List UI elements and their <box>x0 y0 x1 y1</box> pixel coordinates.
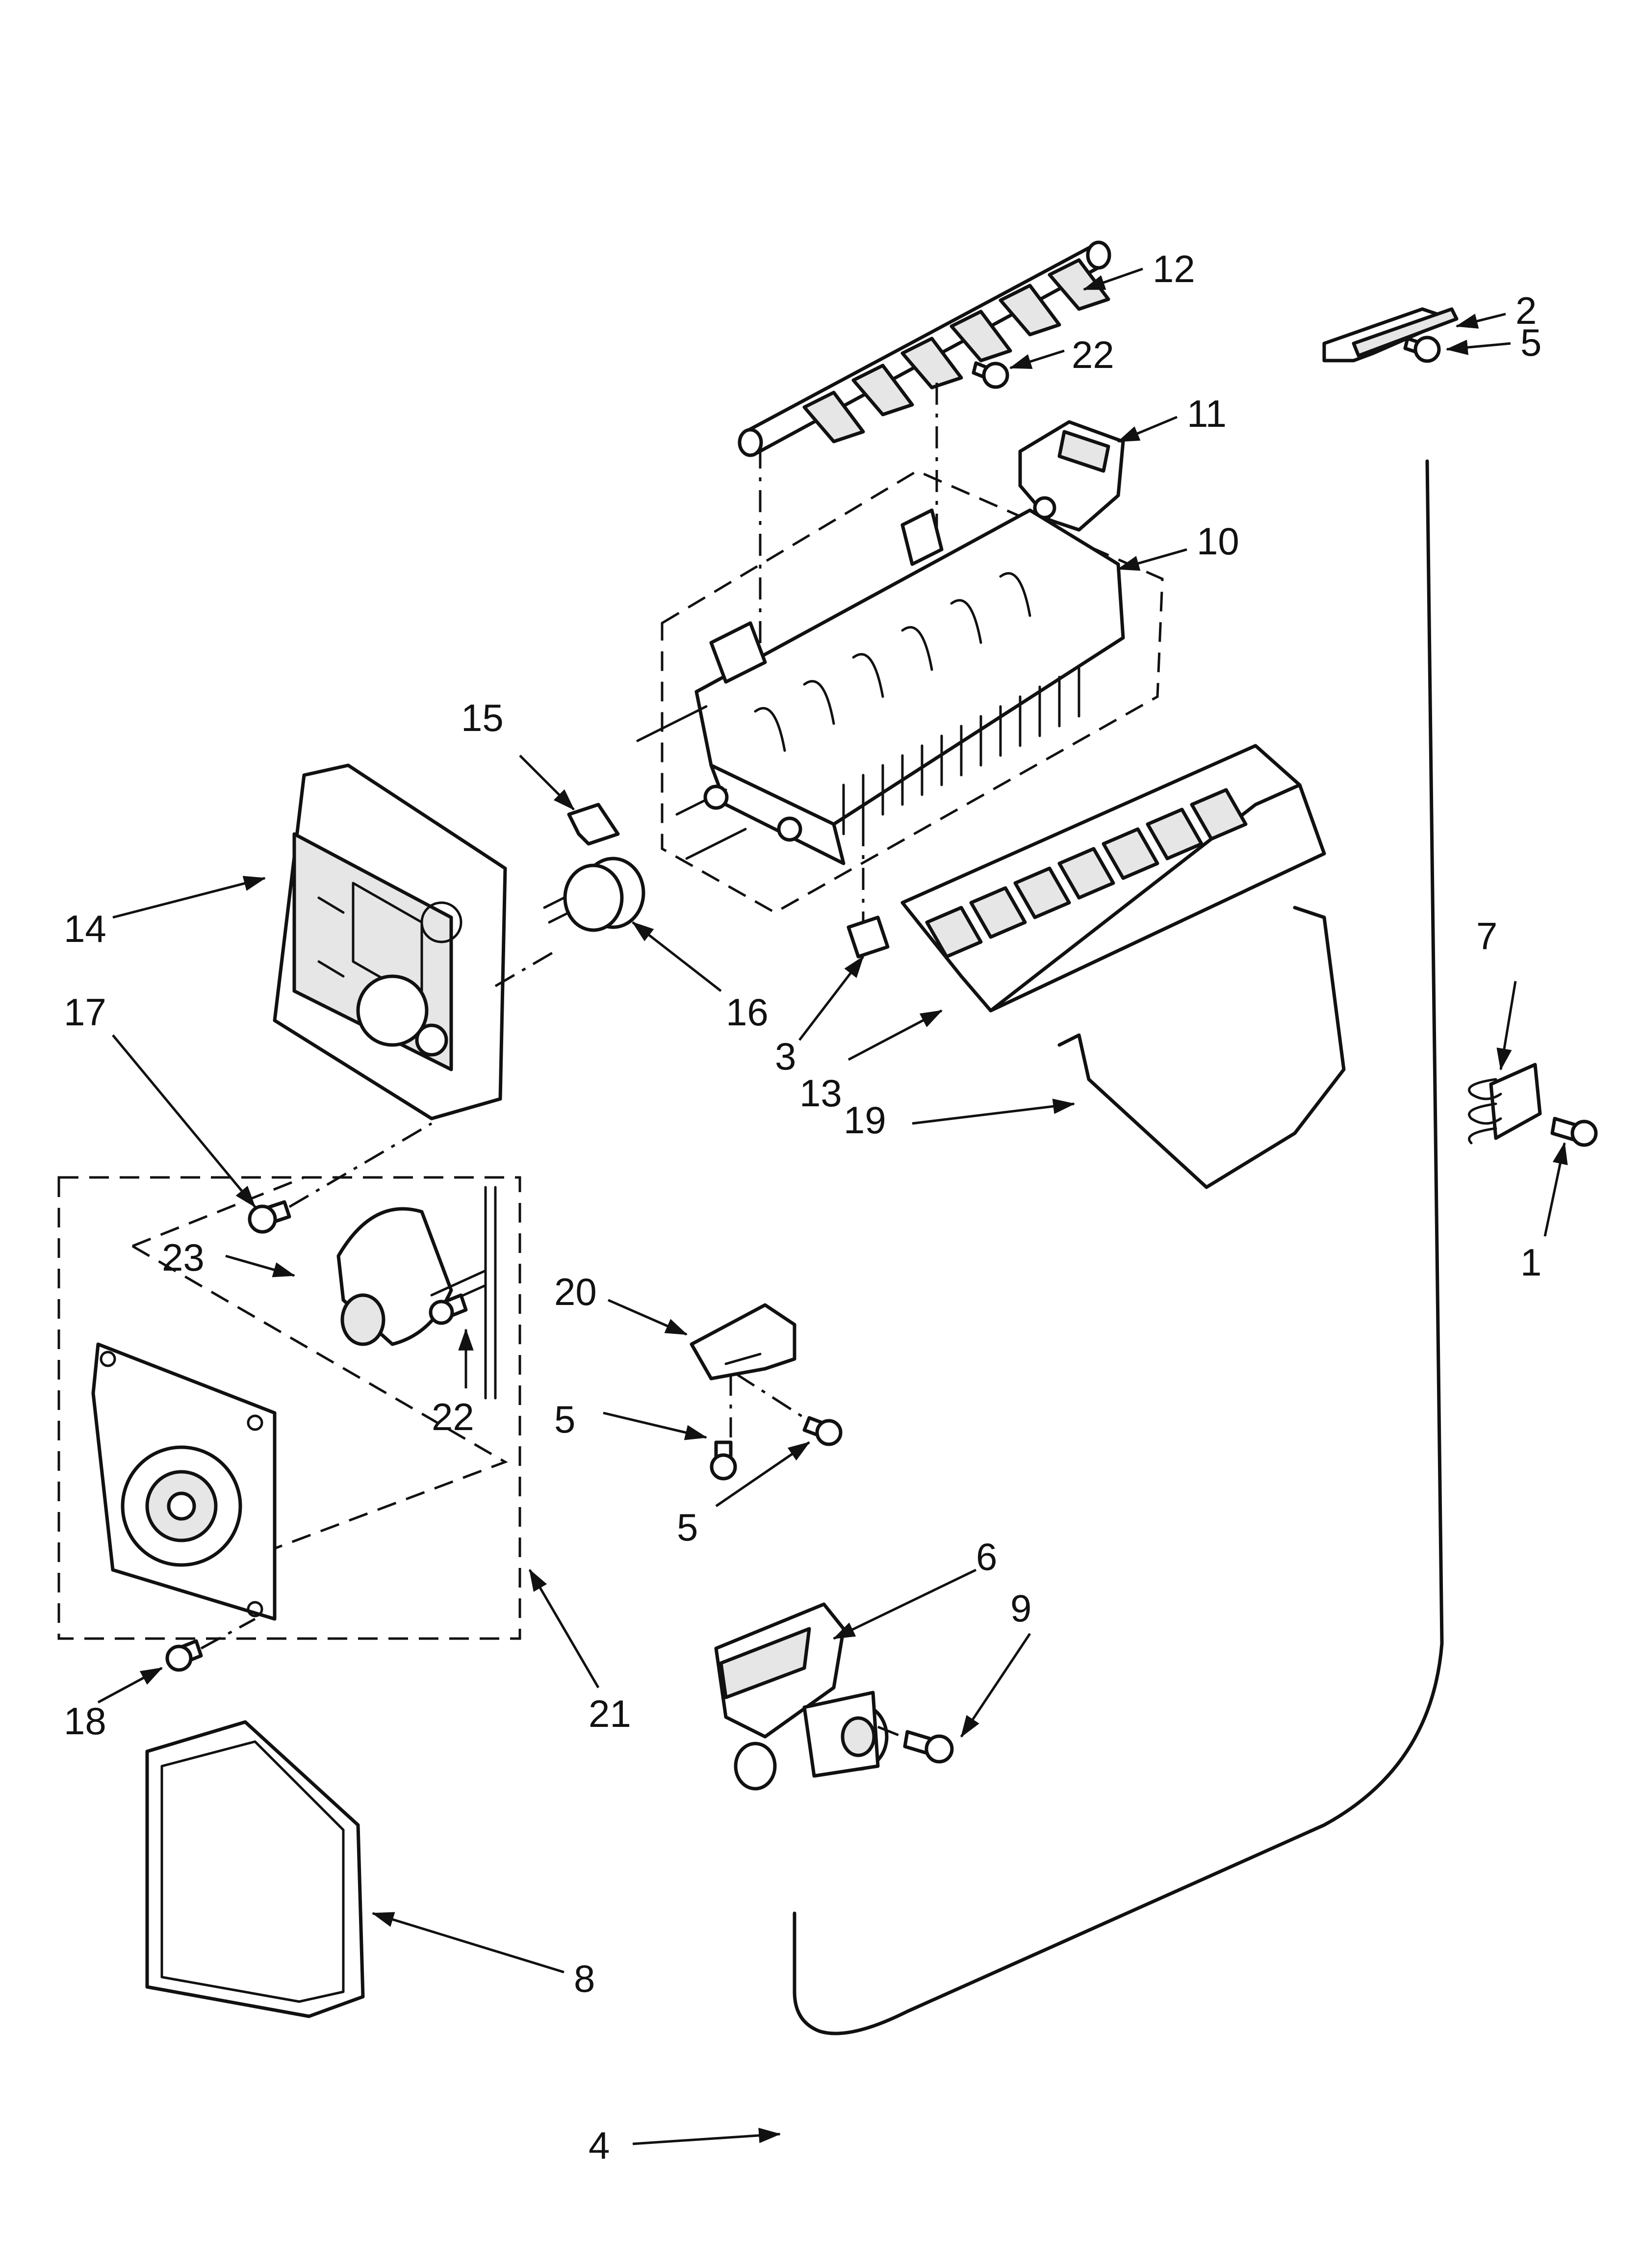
part-shield <box>690 1303 796 1381</box>
callout-13: 13 <box>799 1071 842 1115</box>
part-clip <box>847 915 890 959</box>
callout-17: 17 <box>64 991 106 1034</box>
callout-8: 8 <box>574 1957 595 2000</box>
mold-assembly-outline <box>661 469 1164 914</box>
part-cover-panel <box>145 1720 365 2018</box>
callout-3: 3 <box>775 1035 796 1078</box>
callout-15: 15 <box>461 696 504 739</box>
leader-line <box>288 1122 433 1208</box>
callout-5: 5 <box>554 1398 575 1441</box>
callout-22: 22 <box>1072 333 1114 376</box>
screw-icon <box>802 1416 843 1446</box>
part-water-tube <box>793 459 1444 2035</box>
part-thermostat-clip <box>567 803 620 846</box>
callout-4: 4 <box>589 2124 610 2167</box>
part-wire-arm <box>1057 906 1346 1189</box>
callout-22: 22 <box>432 1395 474 1438</box>
leader-line <box>729 1372 805 1437</box>
part-motor <box>336 1186 497 1400</box>
leader-line <box>200 1617 256 1650</box>
callout-23: 23 <box>162 1236 205 1279</box>
callout-19: 19 <box>844 1098 886 1142</box>
callout-18: 18 <box>64 1699 106 1743</box>
screw-icon <box>248 1200 291 1234</box>
part-housing <box>273 763 507 1121</box>
part-thermostat <box>543 857 645 932</box>
screw-icon <box>429 1293 468 1325</box>
motor-assembly-outline <box>57 1176 521 1640</box>
callout-21: 21 <box>589 1692 631 1735</box>
screw-icon <box>1403 336 1441 363</box>
callout-1: 1 <box>1520 1241 1541 1284</box>
part-ejector <box>738 240 1111 457</box>
leader-line <box>877 1725 903 1738</box>
callout-6: 6 <box>976 1535 997 1578</box>
callout-20: 20 <box>554 1270 597 1313</box>
part-cover <box>900 744 1326 1013</box>
assembly-divider <box>131 1245 508 1566</box>
screw-icon <box>710 1440 737 1481</box>
callout-leaders <box>97 267 1568 2145</box>
callout-9: 9 <box>1010 1587 1031 1630</box>
callout-5: 5 <box>677 1506 698 1549</box>
part-bracket <box>1322 307 1459 363</box>
assembly-divider <box>132 1176 305 1248</box>
callout-5: 5 <box>1520 321 1541 364</box>
callout-labels: 12 2 5 22 11 10 15 14 16 3 13 19 7 1 17 … <box>64 247 1541 2167</box>
callout-2: 2 <box>1515 289 1537 332</box>
part-fill-cup <box>1018 420 1125 532</box>
screw-icon <box>165 1639 203 1672</box>
part-water-valve <box>714 1602 889 1791</box>
callout-11: 11 <box>1187 392 1227 435</box>
callout-12: 12 <box>1153 247 1195 290</box>
part-ice-mold <box>636 508 1125 865</box>
callout-10: 10 <box>1197 520 1239 563</box>
callout-7: 7 <box>1476 914 1497 958</box>
part-tube-clamp <box>1468 1063 1542 1145</box>
leader-line <box>494 950 555 988</box>
screw-icon <box>1550 1117 1598 1147</box>
screw-icon <box>972 361 1009 389</box>
screw-icon <box>903 1730 954 1764</box>
callout-14: 14 <box>64 907 106 950</box>
part-motor-plate <box>91 1342 277 1621</box>
callout-16: 16 <box>726 991 769 1034</box>
